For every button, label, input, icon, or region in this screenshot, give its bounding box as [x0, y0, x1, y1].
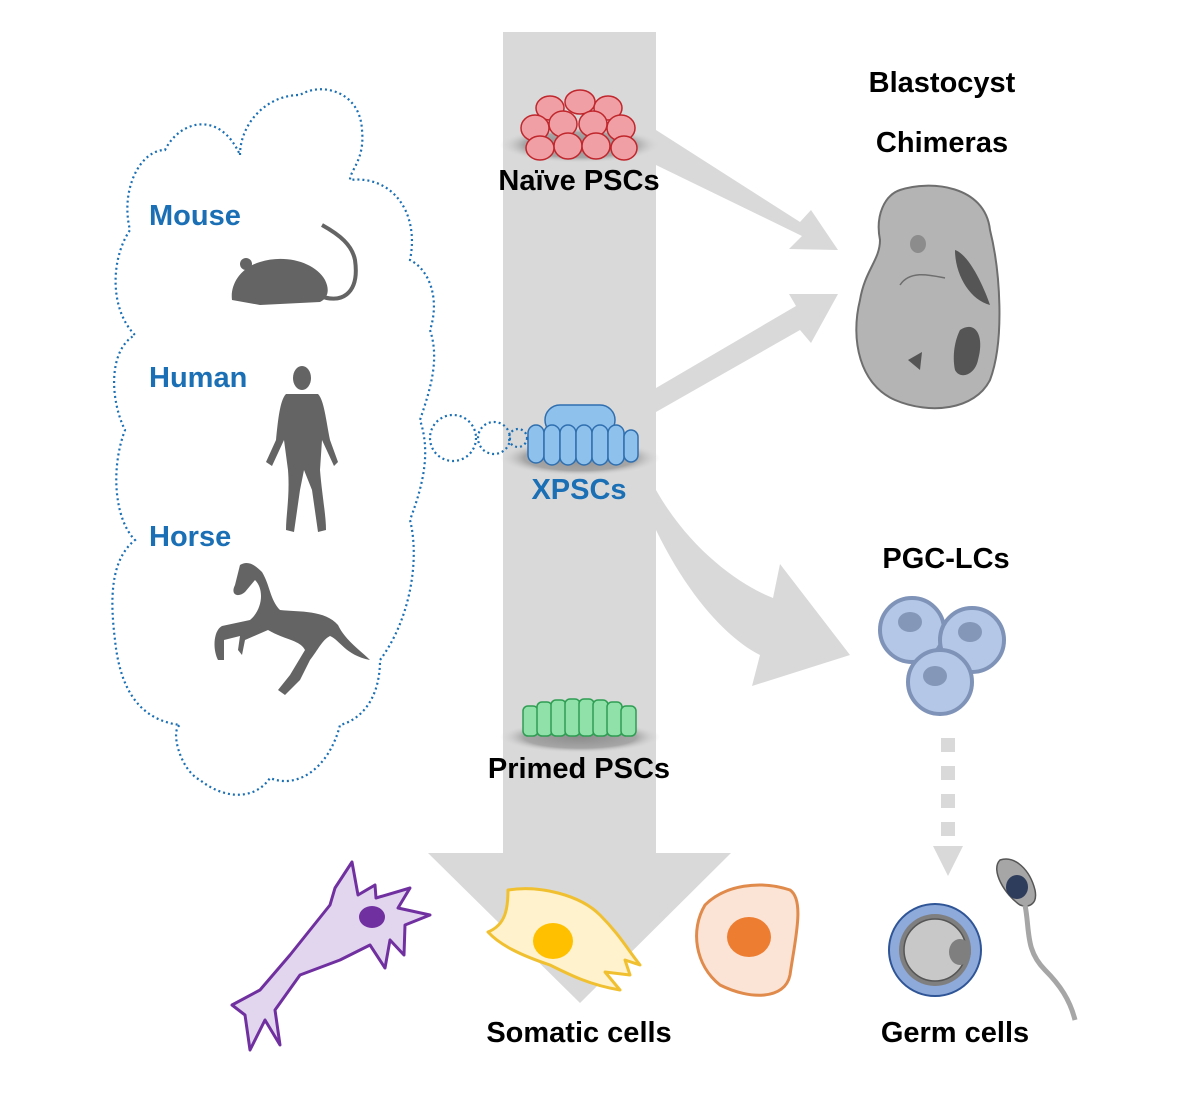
human-silhouette-icon	[266, 366, 338, 532]
naive-psc-colony	[500, 89, 660, 163]
naive-psc-label: Naïve PSCs	[498, 165, 660, 197]
sperm-icon	[996, 858, 1078, 1021]
fibroblast-cell-icon	[695, 883, 800, 997]
species-label-horse: Horse	[149, 521, 232, 553]
species-thought-cloud	[111, 88, 436, 796]
chimeras-label: Chimeras	[875, 127, 1009, 159]
epithelial-cell-icon	[486, 887, 642, 992]
species-label-human: Human	[149, 362, 248, 394]
xpsc-label: XPSCs	[531, 474, 627, 506]
arrow-naive-to-chimeras	[656, 130, 838, 250]
primed-psc-label: Primed PSCs	[487, 753, 671, 785]
primed-psc-colony	[500, 698, 660, 753]
pgclc-cells-icon	[878, 596, 1006, 716]
embryo-chimera-icon	[855, 184, 1001, 410]
main-differentiation-arrow	[428, 32, 731, 1003]
neuron-cell-icon	[230, 860, 432, 1052]
xpsc-colony	[500, 404, 660, 476]
blastocyst-label: Blastocyst	[868, 67, 1016, 99]
species-label-mouse: Mouse	[149, 200, 241, 232]
horse-silhouette-icon	[214, 562, 370, 695]
oocyte-icon	[888, 903, 982, 997]
mouse-silhouette-icon	[231, 223, 358, 305]
pgclc-label: PGC-LCs	[882, 543, 1010, 575]
arrow-xpsc-to-pgclc	[656, 490, 850, 686]
arrow-pgclc-to-germ	[933, 738, 963, 876]
arrow-xpsc-to-chimeras	[656, 294, 838, 412]
somatic-cells-label: Somatic cells	[486, 1017, 672, 1049]
thought-bubbles	[428, 413, 529, 463]
germ-cells-label: Germ cells	[880, 1017, 1030, 1049]
